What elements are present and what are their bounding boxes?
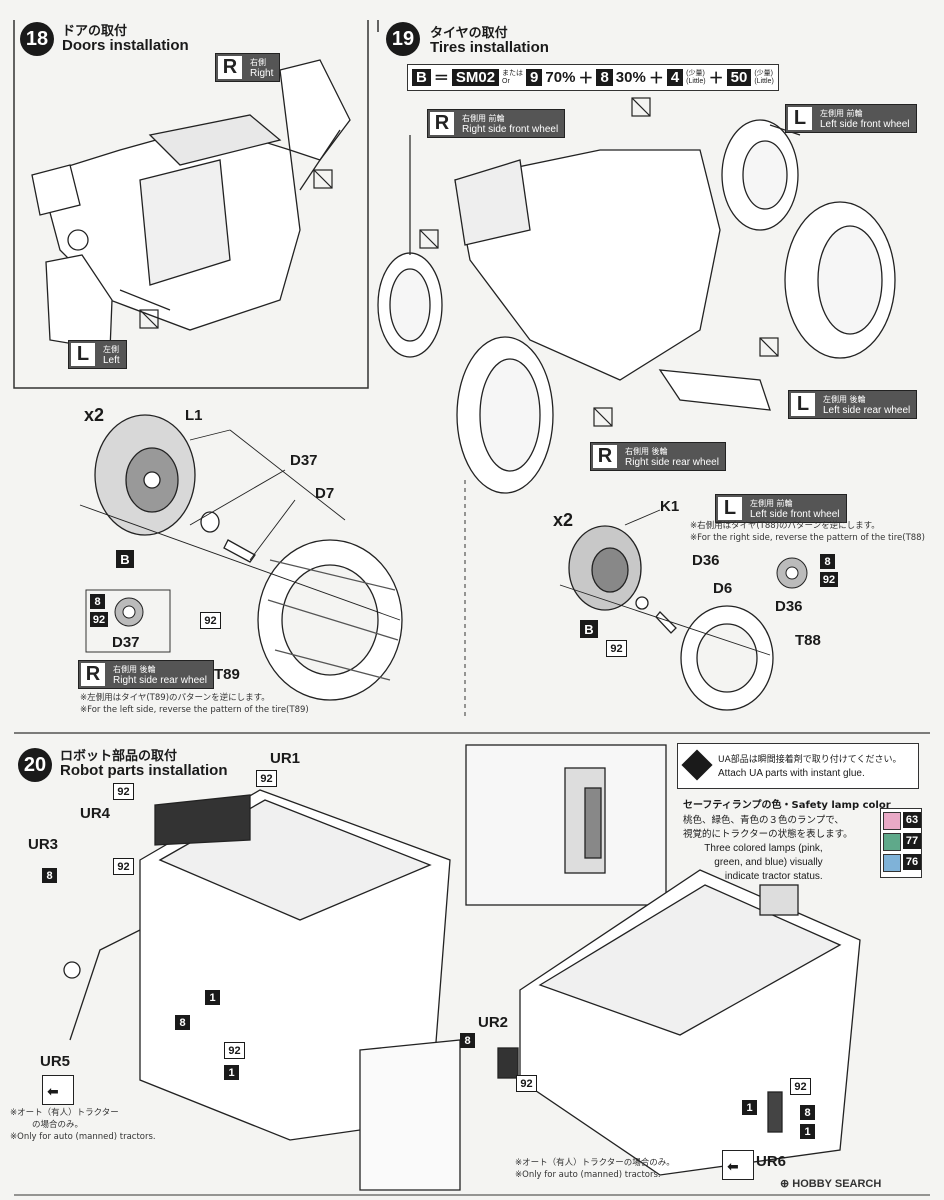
cement-92-ur6: 92 xyxy=(790,1078,811,1095)
note-rear: ※左側用はタイヤ(T89)のパターンを逆にします。 ※For the left … xyxy=(80,693,309,715)
right-door-drawing xyxy=(279,59,351,161)
color-8-ur6: 8 xyxy=(800,1105,815,1120)
color-92-front: 92 xyxy=(820,572,838,587)
label-L1: L1 xyxy=(185,407,203,424)
step18-tractor-drawing xyxy=(31,59,351,351)
color-8-rear: 8 xyxy=(90,594,105,609)
label-K1: K1 xyxy=(660,498,680,515)
step19-tractor-drawing xyxy=(377,119,896,494)
cement-92-rear: 92 xyxy=(200,612,221,629)
watermark: ⊕ HOBBY SEARCH xyxy=(780,1178,882,1190)
d37-part-icon xyxy=(114,597,144,627)
label-UR5: UR5 xyxy=(40,1053,71,1070)
color-1-ur6b: 1 xyxy=(800,1124,815,1139)
step20-cab-right-drawing xyxy=(465,744,861,1176)
label-UR1: UR1 xyxy=(270,750,301,767)
auto-tractor-icon: ⬅ xyxy=(42,1075,74,1105)
step-19-badge: 19 xyxy=(386,22,420,56)
note-ur5: ※オート（有人）トラクター の場合のみ。 ※Only for auto (man… xyxy=(10,1108,156,1142)
label-D36-box: D36 xyxy=(775,598,803,615)
color-92-rear: 92 xyxy=(90,612,108,627)
label-B-front: B xyxy=(580,620,598,638)
cement-92-ur1: 92 xyxy=(256,770,277,787)
color-8-front: 8 xyxy=(820,554,835,569)
step-18-badge: 18 xyxy=(20,22,54,56)
ur2-part xyxy=(497,1047,519,1079)
step-19-title-ja: タイヤの取付 xyxy=(430,26,508,41)
lamp-title: セーフティランプの色・Safety lamp color xyxy=(683,800,891,811)
watermark-icon: ⊕ xyxy=(780,1178,793,1190)
swatch-color xyxy=(883,854,901,872)
ur6-part xyxy=(767,1091,783,1133)
swatch-color xyxy=(883,833,901,851)
arrow-icon-2: ⬅ xyxy=(727,1159,739,1175)
arrow-icon: ⬅ xyxy=(47,1084,59,1100)
color-1-ur5b: 1 xyxy=(224,1065,239,1080)
label-D6: D6 xyxy=(713,580,733,597)
label-T89: T89 xyxy=(214,666,240,683)
front-wheel-assembly-drawing xyxy=(568,525,774,711)
cement-92-front: 92 xyxy=(606,640,627,657)
label-T88: T88 xyxy=(795,632,821,649)
d36-part-icon xyxy=(776,557,808,589)
lamp-swatches: 63 77 76 xyxy=(880,808,922,878)
step-18-title-en: Doors installation xyxy=(62,37,189,54)
swatch-code: 63 xyxy=(903,812,921,828)
color-1-ur6a: 1 xyxy=(742,1100,757,1115)
color-8-ur3: 8 xyxy=(42,868,57,883)
step-20-title-ja: ロボット部品の取付 xyxy=(60,749,178,764)
step18-frame xyxy=(13,20,369,389)
label-UR2: UR2 xyxy=(478,1014,509,1031)
cement-92-ur2: 92 xyxy=(516,1075,537,1092)
swatch-color xyxy=(883,812,901,830)
step-20-badge: 20 xyxy=(18,748,52,782)
label-D37-box: D37 xyxy=(112,634,140,651)
label-D37: D37 xyxy=(290,452,318,469)
d37-box xyxy=(85,589,171,653)
auto-tractor-icon-2: ⬅ xyxy=(722,1150,754,1180)
label-D7: D7 xyxy=(315,485,335,502)
cement-92-ur4: 92 xyxy=(113,783,134,800)
ur1-part xyxy=(154,794,251,846)
step-19-title-en: Tires installation xyxy=(430,39,549,56)
lamp-swatch: 76 xyxy=(883,854,921,872)
cement-92-ur3: 92 xyxy=(113,858,134,875)
swatch-code: 76 xyxy=(903,854,921,870)
diamond-icon xyxy=(681,749,713,781)
note-ur6: ※オート（有人）トラクターの場合のみ。 ※Only for auto (mann… xyxy=(515,1158,675,1180)
cement-92-ur5: 92 xyxy=(224,1042,245,1059)
lamp-description: 桃色、緑色、青色の３色のランプで、 視覚的にトラクターの状態を表します。 Thr… xyxy=(683,815,853,882)
glue-mark-icons xyxy=(139,169,333,329)
step-18-title-ja: ドアの取付 xyxy=(62,24,128,39)
quantity-x2-rear: x2 xyxy=(84,405,105,425)
left-door-drawing xyxy=(45,254,113,351)
rear-wheel-assembly-drawing xyxy=(94,414,403,701)
color-8-ur2: 8 xyxy=(460,1033,475,1048)
color-1-ur5a: 1 xyxy=(205,990,220,1005)
lamp-swatch: 63 xyxy=(883,812,921,830)
note-front: ※右側用はタイヤ(T88)のパターンを逆にします。 ※For the right… xyxy=(690,521,925,543)
lamp-swatch: 77 xyxy=(883,833,921,851)
label-UR3: UR3 xyxy=(28,836,59,853)
swatch-code: 77 xyxy=(903,833,921,849)
label-D36: D36 xyxy=(692,552,720,569)
step-20-title-en: Robot parts installation xyxy=(60,762,228,779)
label-UR6: UR6 xyxy=(756,1153,787,1170)
step20-cab-drawing xyxy=(63,789,461,1191)
color-8-ur5: 8 xyxy=(175,1015,190,1030)
ua-glue-note-box: UA部品は瞬間接着剤で取り付けてください。 Attach UA parts wi… xyxy=(677,743,919,789)
label-UR4: UR4 xyxy=(80,805,111,822)
label-B-rear: B xyxy=(116,550,134,568)
quantity-x2-front: x2 xyxy=(553,510,574,530)
